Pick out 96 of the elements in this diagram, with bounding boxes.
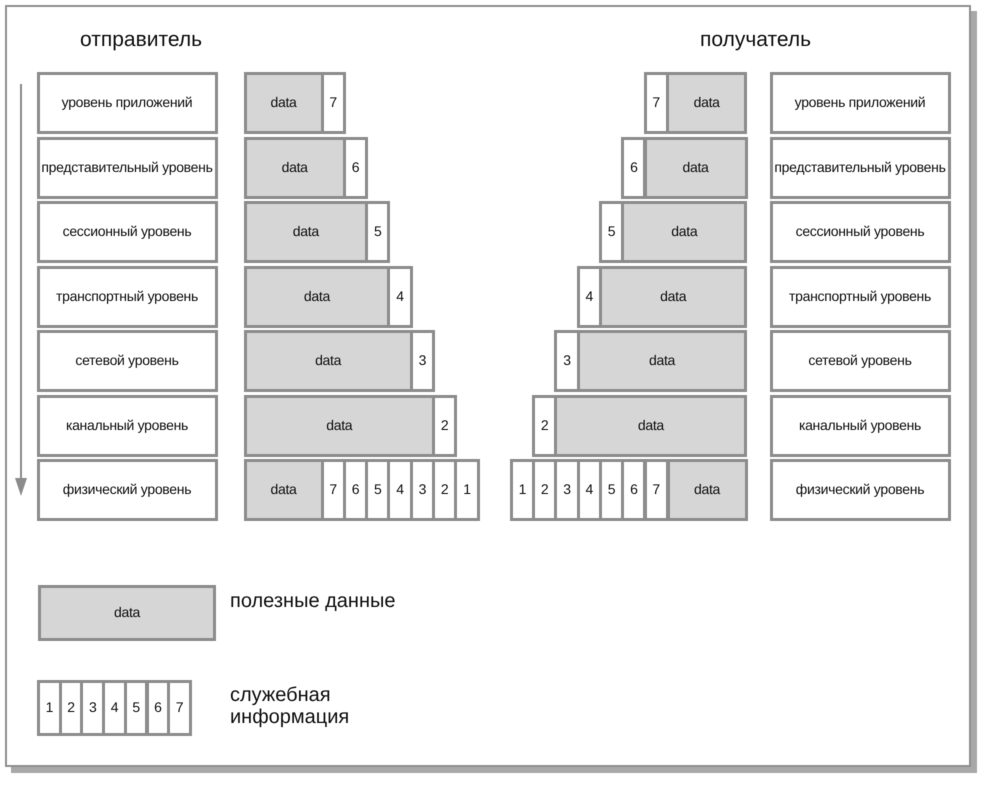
cell-text: сессионный уровень — [62, 223, 192, 241]
legend-text: полезные данные — [230, 590, 397, 612]
cell-text: транспортный уровень — [56, 288, 198, 306]
cell-text: транспортный уровень — [789, 288, 931, 306]
cell-text: 4 — [396, 288, 404, 306]
cell-text: представительный уровень — [774, 158, 946, 176]
cell-text: 5 — [608, 481, 616, 499]
cell-text: 7 — [329, 94, 337, 112]
cell-text: представительный уровень — [41, 158, 213, 176]
cell-text: 4 — [585, 481, 593, 499]
payload-cell — [244, 394, 435, 456]
header-cell — [644, 459, 669, 521]
payload-cell — [666, 459, 748, 521]
cell-text: уровень приложений — [62, 94, 192, 112]
column-title: получатель — [700, 28, 812, 52]
cell-text: 5 — [608, 223, 616, 241]
layer-box — [36, 330, 218, 392]
header-cell — [621, 136, 646, 198]
cell-text: физический уровень — [62, 481, 192, 499]
layer-box — [770, 459, 950, 521]
cell-text: 5 — [132, 699, 140, 717]
cell-text: data — [671, 223, 698, 241]
cell-text: 1 — [46, 699, 54, 717]
layer-box — [36, 266, 218, 328]
column-title: отправитель — [80, 28, 202, 52]
payload-cell — [644, 136, 748, 198]
layer-box — [36, 201, 218, 263]
cell-text: 6 — [630, 481, 638, 499]
cell-text: data — [694, 94, 720, 112]
cell-text: data — [660, 288, 686, 306]
cell-text: 2 — [540, 416, 548, 434]
cell-text: 5 — [374, 481, 382, 499]
cell-text: физический уровень — [796, 481, 924, 499]
cell-text: data — [649, 352, 676, 370]
cell-text: data — [270, 94, 297, 112]
cell-text: 6 — [154, 699, 162, 717]
layer-box — [770, 72, 950, 134]
cell-text: data — [326, 416, 352, 434]
cell-text: 3 — [563, 481, 571, 499]
header-cell — [454, 459, 480, 521]
cell-text: data — [694, 481, 720, 499]
cell-text: 2 — [440, 416, 448, 434]
payload-cell — [244, 459, 324, 521]
header-cell — [621, 459, 646, 521]
header-cell — [432, 394, 458, 456]
cell-text: 1 — [463, 481, 471, 499]
cell-text: сетевой уровень — [808, 352, 912, 370]
cell-text: 1 — [518, 481, 526, 499]
cell-text: 4 — [110, 699, 118, 717]
cell-text: уровень приложений — [794, 94, 926, 112]
cell-text: 7 — [652, 481, 660, 499]
payload-cell — [244, 136, 346, 198]
layer-box — [36, 394, 218, 456]
layer-box — [770, 394, 950, 456]
legend-text: служебная информация — [230, 684, 350, 728]
cell-text: data — [282, 158, 308, 176]
cell-text: канальный уровень — [66, 416, 188, 434]
cell-text: 7 — [652, 94, 660, 112]
cell-text: 2 — [440, 481, 448, 499]
layer-box — [770, 136, 950, 198]
cell-text: 3 — [418, 481, 426, 499]
layer-box — [770, 201, 950, 263]
payload-cell — [621, 201, 748, 263]
cell-text: 6 — [352, 158, 360, 176]
header-cell — [387, 266, 413, 328]
payload-cell — [244, 72, 324, 134]
cell-text: 2 — [540, 481, 548, 499]
cell-text: data — [270, 481, 297, 499]
layer-box — [770, 330, 950, 392]
layer-box — [770, 266, 950, 328]
cell-text: сетевой уровень — [75, 352, 179, 370]
cell-text: канальный уровень — [798, 416, 922, 434]
cell-text: 7 — [329, 481, 337, 499]
payload-cell — [244, 330, 413, 392]
cell-text: data — [114, 604, 140, 622]
cell-text: data — [638, 416, 664, 434]
layer-box — [36, 459, 218, 521]
cell-text: 3 — [418, 352, 426, 370]
cell-text: 2 — [67, 699, 75, 717]
cell-text: data — [292, 223, 319, 241]
cell-text: 6 — [352, 481, 360, 499]
layer-box — [36, 136, 218, 198]
cell-text: 4 — [396, 481, 404, 499]
payload-cell — [554, 394, 748, 456]
cell-text: data — [304, 288, 330, 306]
cell-text: 7 — [176, 699, 184, 717]
cell-text: data — [315, 352, 342, 370]
header-cell — [365, 201, 390, 263]
cell-text: 3 — [563, 352, 571, 370]
cell-text: 4 — [585, 288, 593, 306]
cell-text: data — [682, 158, 709, 176]
layer-box — [36, 72, 218, 134]
cell-text: 3 — [88, 699, 96, 717]
cell-text: сессионный уровень — [796, 223, 924, 241]
cell-text: 5 — [374, 223, 382, 241]
cell-text: 6 — [630, 158, 638, 176]
